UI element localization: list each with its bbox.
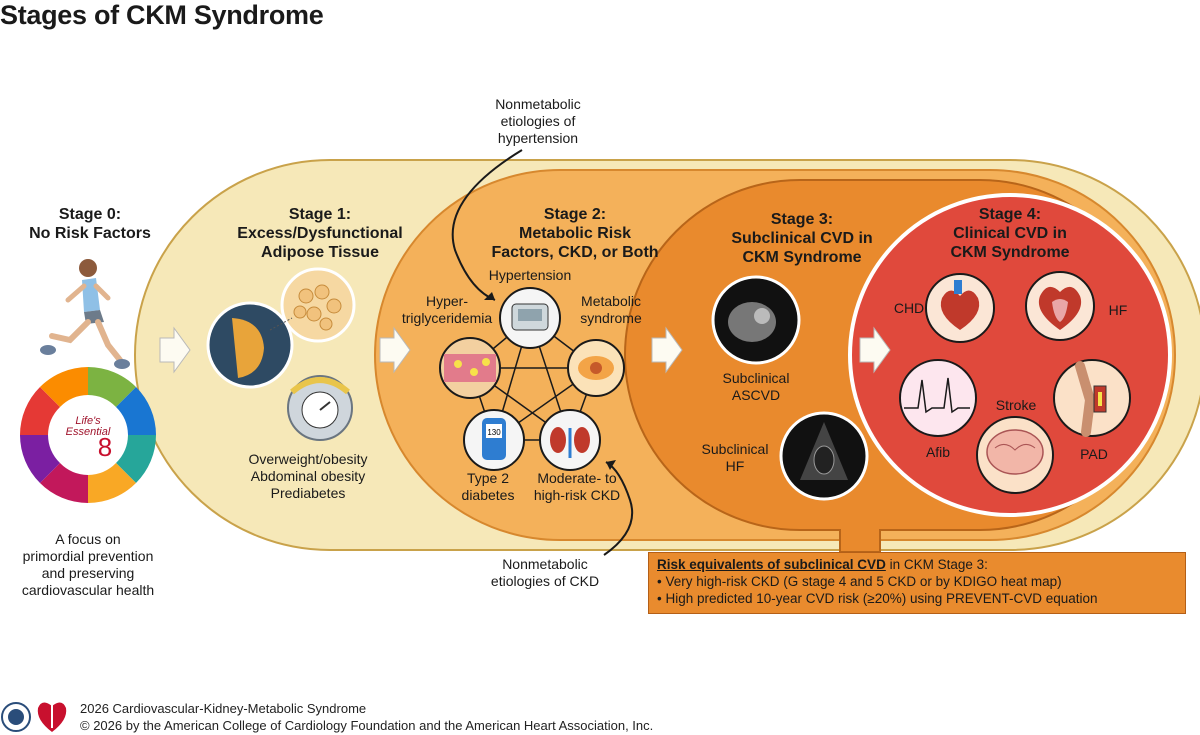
kidney-icon <box>539 409 601 471</box>
glucose-meter-icon: 130 <box>463 409 525 471</box>
page-title: Stages of CKM Syndrome <box>0 0 324 30</box>
label-hypertension: Hypertension <box>488 267 572 283</box>
footer-line1: 2026 Cardiovascular-Kidney-Metabolic Syn… <box>80 701 367 716</box>
arrow-2-3 <box>651 326 683 374</box>
label-pad: PAD <box>1080 446 1108 462</box>
risk-box-header: Risk equivalents of subclinical CVD in C… <box>657 557 988 572</box>
risk-item: • Very high-risk CKD (G stage 4 and 5 CK… <box>657 574 1062 589</box>
label-hf: HF <box>1108 302 1128 318</box>
arrow-3-4 <box>859 326 891 374</box>
ct-scan-image <box>711 275 801 365</box>
stage0-title: Stage 0:No Risk Factors <box>29 206 151 242</box>
arrow-nonmetabolic-ckd <box>603 461 634 556</box>
footer-line2: © 2026 by the American College of Cardio… <box>80 718 654 733</box>
aha-heart-logo <box>37 700 67 732</box>
arrow-nonmetabolic-hypertension <box>451 149 523 301</box>
ecg-afib-icon <box>899 359 977 437</box>
risk-equivalents-box: Risk equivalents of subclinical CVD in C… <box>648 552 1186 614</box>
le8-number: 8 <box>97 432 113 462</box>
heart-chd-icon <box>925 273 995 343</box>
life-essential-8-wheel <box>20 367 156 503</box>
adipose-tissue-illustration <box>206 267 356 389</box>
arrow-0-1 <box>159 326 191 374</box>
heart-hf-icon <box>1025 271 1095 341</box>
brain-stroke-icon <box>976 416 1054 494</box>
runner-icon <box>40 259 130 369</box>
metabolic-syndrome-icon <box>567 339 625 397</box>
label-hypertriglyceridemia: Hyper-triglyceridemia <box>401 293 493 326</box>
glucose-reading: 130 <box>487 428 501 437</box>
echocardiogram-image <box>779 411 869 501</box>
label-afib: Afib <box>925 444 951 460</box>
arrow-1-2 <box>379 326 411 374</box>
artery-triglyceride-icon <box>439 337 501 399</box>
label-stroke: Stroke <box>995 397 1037 413</box>
acc-seal-logo <box>1 702 31 732</box>
label-chd: CHD <box>893 300 925 316</box>
risk-item: • High predicted 10-year CVD risk (≥20%)… <box>657 591 1098 606</box>
leg-pad-icon <box>1053 359 1131 437</box>
scale-tape-illustration <box>287 375 353 441</box>
blood-pressure-monitor-icon <box>499 287 561 349</box>
